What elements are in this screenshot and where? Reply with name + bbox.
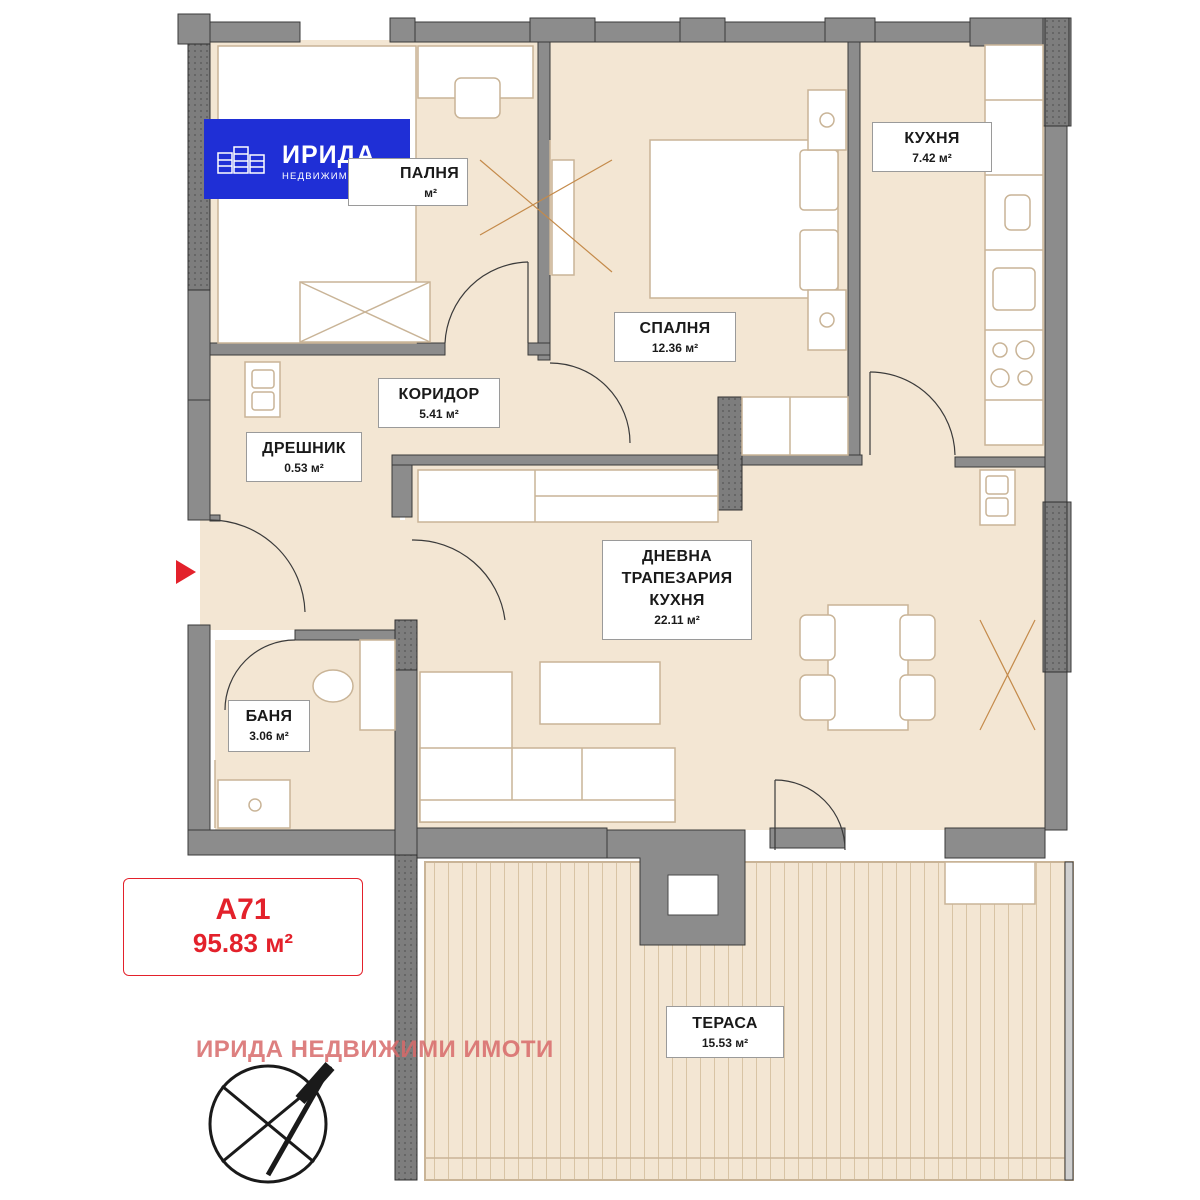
room-label-corridor: КОРИДОР 5.41 м²: [378, 378, 500, 428]
room-area: 15.53 м²: [701, 1036, 749, 1050]
window-arrows: [479, 159, 1036, 731]
room-label-kitchen: КУХНЯ 7.42 м²: [872, 122, 992, 172]
room-label-wardrobe: ДРЕШНИК 0.53 м²: [246, 432, 362, 482]
room-label-bathroom: БАНЯ 3.06 м²: [228, 700, 310, 752]
room-name: ДРЕШНИК: [262, 440, 346, 457]
room-name: ПАЛНЯ: [399, 165, 459, 182]
unit-code: A71: [215, 893, 271, 926]
room-name-line-1: ДНЕВНА: [641, 548, 713, 565]
brand-tagline: НЕДВИЖИМИ ИМОТИ: [282, 171, 401, 182]
room-area: 12.36 м²: [651, 341, 699, 355]
structural-columns: [187, 17, 1070, 1181]
room-area: 3.06 м²: [249, 729, 289, 743]
room-name-line-2: ТРАПЕЗАРИЯ: [621, 570, 733, 587]
room-label-bedroom: СПАЛНЯ 12.36 м²: [614, 312, 736, 362]
room-area: м²: [424, 186, 437, 200]
room-name: СПАЛНЯ: [639, 320, 711, 337]
room-label-bedroom-small: ПАЛНЯ м²: [348, 158, 468, 206]
room-label-terrace: ТЕРАСА 15.53 м²: [666, 1006, 784, 1058]
room-area: 7.42 м²: [912, 151, 952, 165]
room-name-line-3: КУХНЯ: [649, 592, 705, 609]
watermark: ИРИДА НЕДВИЖИМИ ИМОТИ: [196, 1036, 554, 1063]
room-name: КУХНЯ: [904, 130, 960, 147]
unit-summary: A71 95.83 м²: [123, 878, 363, 976]
unit-area: 95.83 м²: [192, 928, 294, 958]
room-area: 22.11 м²: [654, 613, 700, 627]
north-compass-icon: [208, 1062, 335, 1184]
room-area: 5.41 м²: [419, 407, 459, 421]
entrance-arrow-icon: [176, 560, 196, 584]
door-swings: [209, 261, 956, 851]
room-area: 0.53 м²: [284, 461, 324, 475]
room-name: КОРИДОР: [398, 386, 480, 403]
room-label-living: ДНЕВНА ТРАПЕЗАРИЯ КУХНЯ 22.11 м²: [602, 540, 752, 640]
room-name: БАНЯ: [245, 708, 293, 725]
room-name: ТЕРАСА: [692, 1015, 758, 1032]
building-logo-icon: [217, 146, 265, 174]
